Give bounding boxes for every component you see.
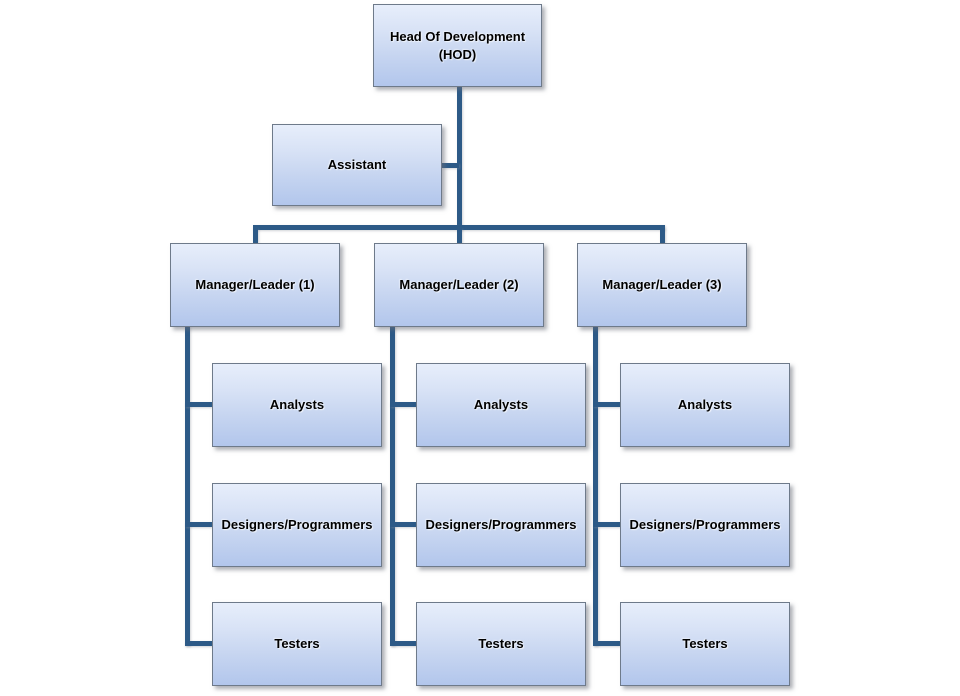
- connector-col2-testers: [390, 641, 416, 646]
- node-designers-2: Designers/Programmers: [416, 483, 586, 567]
- node-analysts-2: Analysts: [416, 363, 586, 447]
- connector-manager3-stub: [660, 228, 665, 243]
- node-analysts-3: Analysts: [620, 363, 790, 447]
- connector-col2-designers: [390, 522, 416, 527]
- node-assistant: Assistant: [272, 124, 442, 206]
- connector-col2-vline: [390, 326, 395, 646]
- connector-managers-hline: [253, 225, 665, 230]
- node-manager-3: Manager/Leader (3): [577, 243, 747, 327]
- connector-col3-designers: [593, 522, 620, 527]
- connector-col2-analysts: [390, 402, 416, 407]
- connector-col1-testers: [185, 641, 212, 646]
- connector-col3-testers: [593, 641, 620, 646]
- connector-manager1-stub: [253, 228, 258, 243]
- connector-col1-analysts: [185, 402, 212, 407]
- connector-assistant: [442, 163, 459, 168]
- connector-col1-designers: [185, 522, 212, 527]
- node-testers-2: Testers: [416, 602, 586, 686]
- node-testers-1: Testers: [212, 602, 382, 686]
- node-head-of-development: Head Of Development (HOD): [373, 4, 542, 87]
- connector-col3-analysts: [593, 402, 620, 407]
- connector-hod-down: [457, 87, 462, 230]
- node-analysts-1: Analysts: [212, 363, 382, 447]
- node-designers-3: Designers/Programmers: [620, 483, 790, 567]
- node-manager-2: Manager/Leader (2): [374, 243, 544, 327]
- node-designers-1: Designers/Programmers: [212, 483, 382, 567]
- connector-col3-vline: [593, 326, 598, 646]
- node-manager-1: Manager/Leader (1): [170, 243, 340, 327]
- connector-col1-vline: [185, 326, 190, 646]
- node-testers-3: Testers: [620, 602, 790, 686]
- connector-manager2-stub: [457, 228, 462, 243]
